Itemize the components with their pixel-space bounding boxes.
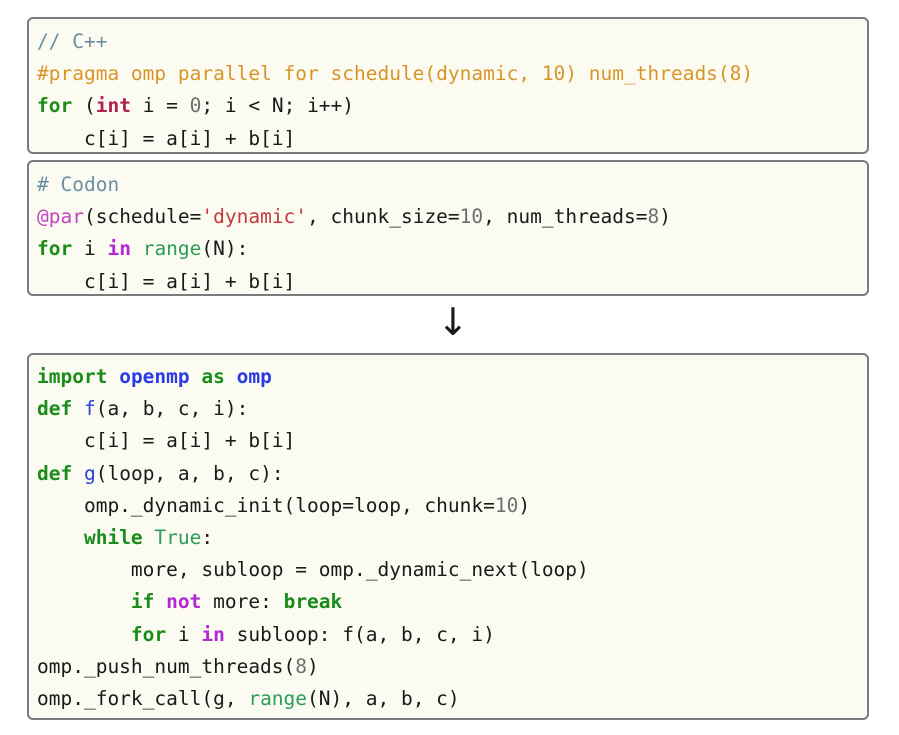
code-token-plain: ; i < N; i++)	[201, 94, 355, 118]
code-token-plain: (a, b, c, i):	[95, 397, 249, 421]
code-token-pragma: #pragma omp parallel for schedule(dynami…	[37, 62, 754, 86]
code-token-keyword: for	[130, 622, 167, 646]
code-line: # Codon	[37, 169, 867, 201]
code-token-funcname: g	[83, 461, 96, 485]
code-token-plain	[37, 623, 131, 646]
code-token-plain	[72, 397, 84, 420]
code-token-plain: (loop, a, b, c):	[95, 461, 284, 485]
code-line: while True:	[37, 522, 867, 554]
code-token-plain	[37, 590, 131, 613]
code-line: if not more: break	[37, 586, 867, 618]
code-line: @par(schedule='dynamic', chunk_size=10, …	[37, 201, 867, 233]
code-line: import openmp as omp	[37, 361, 867, 393]
code-token-keyword: import	[37, 365, 108, 388]
code-token-number: 10	[494, 493, 519, 517]
code-line: #pragma omp parallel for schedule(dynami…	[37, 58, 867, 90]
code-token-plain: )	[518, 493, 531, 517]
code-token-plain: )	[307, 654, 319, 678]
code-token-plain: , chunk_size=	[307, 205, 460, 229]
code-token-keyword: while	[83, 525, 143, 549]
code-line: c[i] = a[i] + b[i]	[37, 425, 867, 457]
code-token-keyword: def	[37, 397, 73, 421]
code-line: for (int i = 0; i < N; i++)	[37, 90, 867, 122]
code-token-plain: (N), a, b, c)	[307, 686, 460, 710]
code-line: for i in range(N):	[37, 233, 867, 265]
code-token-plain: c[i] = a[i] + b[i]	[37, 126, 296, 150]
code-token-plain: (schedule=	[83, 205, 202, 229]
codon-code-panel: # Codon @par(schedule='dynamic', chunk_si…	[27, 160, 869, 296]
code-token-plain: i	[72, 237, 108, 261]
code-token-plain	[131, 237, 143, 260]
code-token-plain: more:	[201, 590, 284, 614]
code-line: omp._fork_call(g, range(N), a, b, c)	[37, 683, 867, 715]
code-token-plain	[190, 365, 202, 388]
code-token-plain	[154, 590, 166, 613]
code-token-plain: omp._dynamic_init(loop=loop, chunk=	[37, 493, 495, 517]
code-token-plain: c[i] = a[i] + b[i]	[37, 429, 296, 453]
code-token-plain: (N):	[201, 237, 249, 261]
code-token-plain	[72, 462, 84, 485]
code-line: def g(loop, a, b, c):	[37, 458, 867, 490]
code-token-builtin: True	[154, 525, 202, 549]
code-token-keyword: def	[37, 461, 73, 485]
down-arrow-icon: ↓	[437, 300, 469, 344]
code-token-plain	[143, 526, 155, 549]
code-line: c[i] = a[i] + b[i]	[37, 266, 867, 298]
code-line: omp._push_num_threads(8)	[37, 651, 867, 683]
code-token-plain	[225, 365, 237, 388]
code-token-plain: omp._fork_call(g,	[37, 686, 249, 710]
code-line: more, subloop = omp._dynamic_next(loop)	[37, 554, 867, 586]
code-line: // C++	[37, 26, 867, 58]
code-token-in_keyword: in	[201, 622, 225, 646]
code-line: omp._dynamic_init(loop=loop, chunk=10)	[37, 490, 867, 522]
code-token-keyword: break	[283, 590, 343, 614]
code-token-keyword: for	[37, 237, 73, 261]
code-token-plain: :	[201, 525, 214, 549]
code-token-plain: i =	[130, 94, 190, 118]
code-token-plain: omp._push_num_threads(	[37, 654, 296, 678]
code-token-comment: // C++	[37, 30, 108, 53]
code-token-keyword: as	[201, 365, 225, 388]
code-token-string: 'dynamic'	[201, 205, 308, 229]
code-token-plain: i	[166, 622, 202, 646]
code-token-number: 10	[459, 205, 484, 229]
code-token-plain: more, subloop = omp._dynamic_next(loop)	[37, 558, 589, 582]
code-line: for i in subloop: f(a, b, c, i)	[37, 619, 867, 651]
code-token-keyword: if	[130, 590, 155, 614]
code-token-module: omp	[236, 365, 272, 388]
code-token-in_keyword: not	[166, 590, 202, 614]
code-token-module: openmp	[119, 365, 190, 388]
code-token-builtin: range	[142, 237, 202, 261]
cpp-code-panel: // C++ #pragma omp parallel for schedule(…	[27, 17, 869, 154]
code-line: c[i] = a[i] + b[i]	[37, 123, 867, 155]
code-token-keyword: for	[37, 94, 73, 118]
code-token-number: 8	[647, 205, 660, 229]
code-token-decorator: @par	[37, 205, 84, 229]
code-line: def f(a, b, c, i):	[37, 393, 867, 425]
code-token-plain: , num_threads=	[483, 205, 648, 229]
code-token-plain: (	[72, 94, 96, 118]
code-token-plain: subloop: f(a, b, c, i)	[224, 622, 495, 646]
code-token-number: 8	[295, 654, 308, 678]
code-token-builtin: range	[248, 686, 308, 710]
code-token-type: int	[95, 94, 131, 118]
code-token-plain: c[i] = a[i] + b[i]	[37, 269, 296, 293]
code-token-plain	[37, 526, 84, 549]
code-token-in_keyword: in	[107, 237, 131, 261]
code-token-plain	[107, 365, 119, 388]
code-token-number: 0	[189, 94, 202, 118]
code-token-funcname: f	[83, 397, 96, 421]
code-token-plain: )	[659, 205, 672, 229]
code-token-comment: # Codon	[37, 173, 120, 196]
